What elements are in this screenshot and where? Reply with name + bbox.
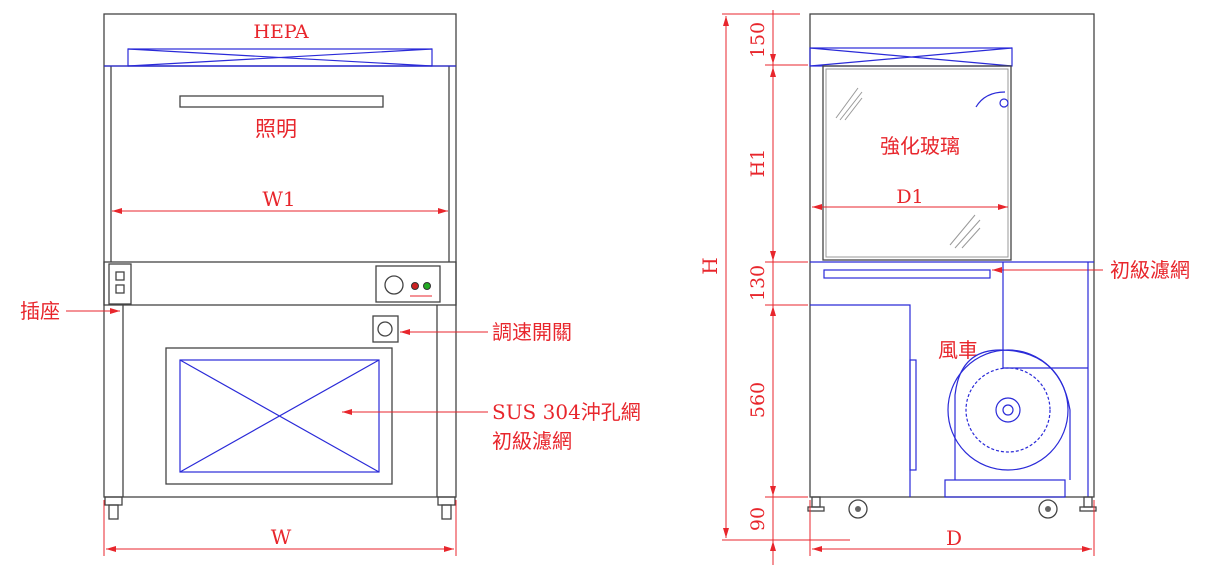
- w-label: W: [271, 525, 292, 549]
- cabinet-side-outline: [809, 13, 1095, 498]
- side-view: H 150 H1 130 560 90 強化玻璃 D1 初: [698, 10, 1190, 565]
- side-casters: [807, 496, 1097, 519]
- dial-knob: [384, 275, 404, 295]
- cabinet-outline: [103, 13, 457, 498]
- pre-filter-label: 初級濾網: [492, 429, 572, 453]
- speed-switch-label: 調速開關: [492, 320, 572, 344]
- d-label: D: [946, 526, 962, 550]
- speed-switch: [372, 315, 399, 343]
- dim-150: 150: [747, 22, 769, 58]
- d1-label: D1: [896, 186, 923, 208]
- blower-fan: [944, 349, 1071, 498]
- dim-130: 130: [747, 265, 769, 301]
- socket-label: 插座: [20, 299, 60, 323]
- green-indicator-light: [423, 282, 431, 290]
- filter-window: [165, 347, 393, 485]
- red-indicator-light: [411, 282, 419, 290]
- hepa-filter: [104, 48, 456, 67]
- h-label: H: [698, 257, 722, 274]
- mesh-label: SUS 304沖孔網: [492, 400, 641, 424]
- lamp: [179, 95, 384, 108]
- dim-90: 90: [747, 507, 769, 531]
- front-view: HEPA 照明 W1 插座 調速開關 SUS 304沖孔網 初級濾網: [20, 13, 641, 556]
- pre-filter-side-label: 初級濾網: [1110, 258, 1190, 282]
- control-band: [103, 261, 457, 306]
- w1-label: W1: [262, 187, 295, 211]
- fan-label: 風車: [938, 338, 978, 362]
- hepa-filter-side: [809, 47, 1013, 67]
- tempered-glass-door: [822, 65, 1012, 261]
- dim-560: 560: [747, 382, 769, 418]
- socket: [108, 263, 132, 305]
- hepa-label: HEPA: [253, 21, 308, 43]
- glass-label: 強化玻璃: [880, 134, 960, 158]
- control-panel: [375, 265, 441, 303]
- lighting-label: 照明: [255, 117, 297, 141]
- h1-label: H1: [747, 149, 769, 178]
- pre-filter-side: [823, 269, 991, 279]
- duct: [810, 262, 1089, 497]
- perforated-mesh: [179, 359, 380, 473]
- casters: [104, 496, 456, 520]
